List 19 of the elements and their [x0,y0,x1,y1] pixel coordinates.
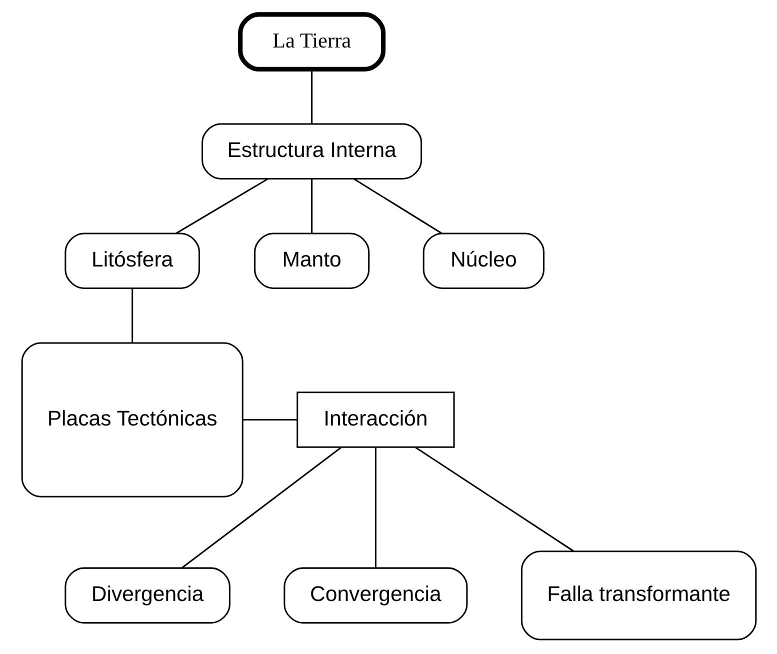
node-box: Litósfera [64,232,200,289]
node-box: Convergencia [283,567,468,624]
connector [242,419,297,421]
connector [310,179,312,234]
node-box: Placas Tectónicas [20,342,243,498]
connector [310,70,312,124]
node-box: Núcleo [422,232,544,289]
node-box: Divergencia [64,567,230,624]
connector [414,446,574,552]
node-box: Estructura Interna [201,123,422,180]
connector [180,446,341,569]
node-box: Falla transformante [520,550,756,640]
connector [374,448,376,568]
connector [352,178,442,234]
node-box: La Tierra [238,12,386,72]
connector [131,288,133,343]
node-box: Interacción [296,392,454,448]
node-box: Manto [254,232,370,289]
connector [176,178,268,234]
